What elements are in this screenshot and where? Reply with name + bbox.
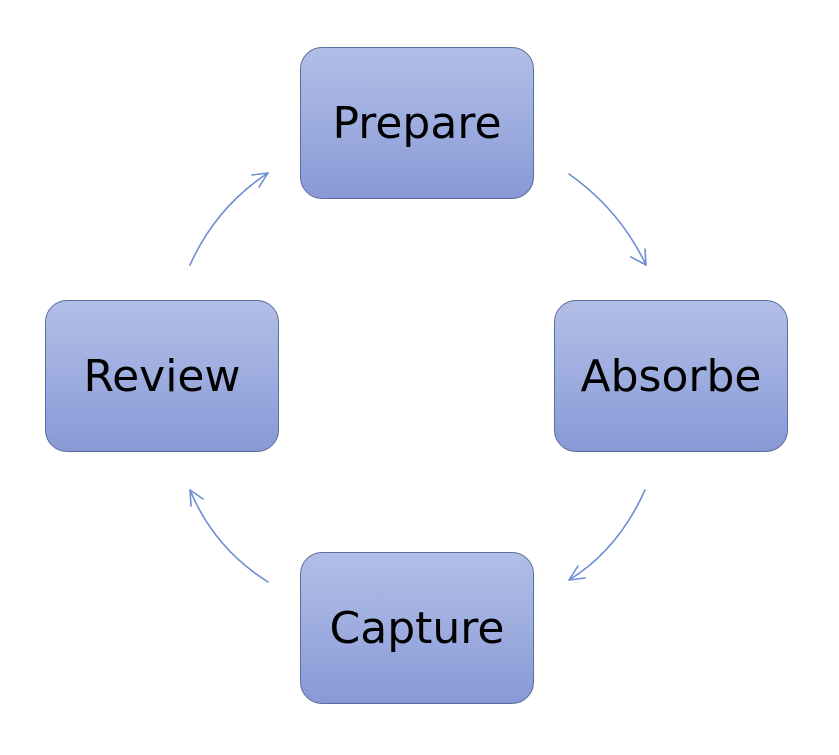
node-capture: Capture xyxy=(300,552,534,704)
node-absorbe: Absorbe xyxy=(554,300,788,452)
arrow-capture-to-review xyxy=(189,489,269,583)
arrow-absorbe-to-capture xyxy=(568,489,646,581)
node-label-absorbe: Absorbe xyxy=(580,350,762,402)
arrow-review-to-prepare xyxy=(189,172,269,266)
node-label-prepare: Prepare xyxy=(332,97,502,149)
node-label-review: Review xyxy=(83,350,241,402)
arrow-prepare-to-absorbe xyxy=(568,173,647,266)
node-review: Review xyxy=(45,300,279,452)
node-prepare: Prepare xyxy=(300,47,534,199)
node-label-capture: Capture xyxy=(329,602,505,654)
